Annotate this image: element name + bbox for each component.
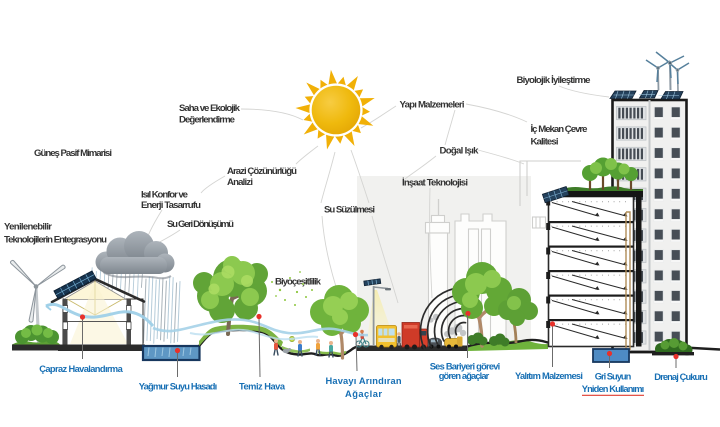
svg-text:Teknolojilerin Entegrasyonu: Teknolojilerin Entegrasyonu: [4, 235, 107, 246]
svg-text:Yalıtım Malzemesi: Yalıtım Malzemesi: [515, 371, 583, 381]
svg-text:Güneş Pasif Mimarisi: Güneş Pasif Mimarisi: [34, 148, 112, 159]
svg-text:Çapraz Havalandırma: Çapraz Havalandırma: [39, 364, 123, 374]
svg-text:Analizi: Analizi: [227, 177, 253, 188]
svg-text:Yağmur Suyu Hasadı: Yağmur Suyu Hasadı: [139, 382, 218, 392]
svg-text:Ses Bariyeri görevi: Ses Bariyeri görevi: [430, 362, 501, 372]
svg-text:İç Mekan Çevre: İç Mekan Çevre: [531, 124, 588, 135]
svg-text:Gri Suyun: Gri Suyun: [595, 372, 632, 382]
svg-text:Ağaçlar: Ağaçlar: [345, 389, 382, 399]
svg-text:Havayı Arındıran: Havayı Arındıran: [326, 376, 402, 386]
svg-text:İnşaat Teknolojisi: İnşaat Teknolojisi: [402, 178, 468, 189]
svg-text:Arazi Çözünürlüğü: Arazi Çözünürlüğü: [227, 166, 297, 177]
svg-text:gören ağaçlar: gören ağaçlar: [439, 371, 490, 381]
svg-text:Enerji Tasarrufu: Enerji Tasarrufu: [141, 200, 201, 211]
svg-text:Biyoçeşitlilik: Biyoçeşitlilik: [275, 277, 322, 288]
svg-text:Yapı Malzemeleri: Yapı Malzemeleri: [400, 100, 465, 111]
svg-text:Drenaj Çukuru: Drenaj Çukuru: [654, 372, 708, 382]
svg-text:Yenilenebilir: Yenilenebilir: [4, 222, 52, 233]
svg-text:Doğal Işık: Doğal Işık: [440, 146, 480, 157]
svg-text:Temiz Hava: Temiz Hava: [239, 382, 286, 392]
svg-text:Saha ve Ekolojik: Saha ve Ekolojik: [179, 103, 241, 114]
svg-text:Su Geri Dönüşümü: Su Geri Dönüşümü: [167, 219, 234, 230]
svg-text:Kalitesi: Kalitesi: [531, 137, 559, 148]
svg-text:Isıl Konfor ve: Isıl Konfor ve: [141, 190, 188, 201]
svg-text:Yniden Kullanımı: Yniden Kullanımı: [582, 384, 645, 394]
svg-text:Biyolojik İyileştirme: Biyolojik İyileştirme: [517, 75, 591, 86]
svg-text:Su Süzülmesi: Su Süzülmesi: [324, 205, 375, 216]
svg-text:Değerlendirme: Değerlendirme: [179, 115, 235, 126]
